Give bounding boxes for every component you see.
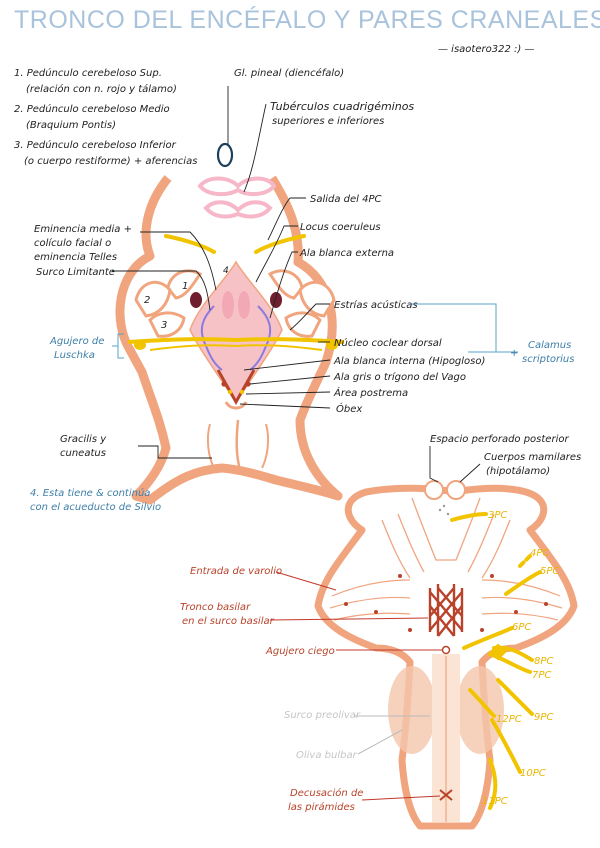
nerve-12: [468, 688, 496, 718]
label-nerve-12pc: 12PC: [496, 714, 522, 725]
ventral-brainstem-drawing: [314, 480, 578, 830]
olive-right: [456, 666, 504, 754]
legend-line-3: 2. Pedúnculo cerebeloso Medio: [14, 103, 170, 115]
label-pineal: Gl. pineal (diencéfalo): [234, 67, 344, 79]
label-nerve-4pc: 4PC: [530, 548, 549, 559]
olive-left: [388, 666, 436, 754]
author-signature: — isaotero322 :) —: [438, 44, 534, 55]
label-oliva-bulbar: Oliva bulbar: [296, 750, 358, 761]
label-tronco-basilar-2: en el surco basilar: [182, 616, 275, 627]
superior-colliculi: [197, 176, 277, 197]
label-tuberculos-1: Tubérculos cuadrigéminos: [270, 100, 414, 113]
label-nerve-3pc: 3PC: [488, 510, 507, 521]
label-nerve-11pc: 11PC: [482, 796, 508, 807]
cranial-nerves: [450, 512, 542, 810]
label-cuerpos-mamilares-2: (hipotálamo): [486, 465, 550, 477]
nerve-4: [518, 554, 532, 568]
foramen-caecum: [441, 645, 451, 655]
nerve-3: [450, 512, 488, 522]
label-eminencia-2: colículo facial o: [34, 237, 111, 249]
legend-line-1: 1. Pedúnculo cerebeloso Sup.: [14, 67, 162, 79]
legend-line-2: (relación con n. rojo y tálamo): [26, 83, 177, 95]
region-3-number: 3: [161, 320, 167, 331]
label-gracilis-1: Gracilis y: [60, 434, 107, 445]
trochlear-nerve-left: [164, 234, 216, 254]
region-2-number: 2: [144, 295, 150, 306]
label-nucleo-coclear: Núcleo coclear dorsal: [334, 337, 442, 349]
label-eminencia-1: Eminencia media +: [34, 224, 132, 235]
dorsal-outline: [115, 175, 343, 505]
label-calamus-2: scriptorius: [522, 354, 574, 365]
label-obex: Óbex: [336, 402, 362, 415]
label-eminencia-3: eminencia Telles: [34, 252, 117, 263]
basilar-artery: [428, 584, 464, 637]
label-locus-coeruleus: Locus coeruleus: [300, 222, 381, 233]
legend-line-5: 3. Pedúnculo cerebeloso Inferior: [14, 139, 177, 151]
facial-colliculus-right: [270, 292, 282, 308]
region-4-number: 4: [223, 266, 229, 276]
acoustic-striae: [127, 337, 345, 344]
label-surco-preolivar: Surco preolivar: [284, 710, 361, 721]
nerve-5: [504, 570, 542, 596]
label-nerve-9pc: 9PC: [534, 712, 553, 723]
label-entrada-varolio: Entrada de varolio: [190, 566, 282, 577]
label-nerve-6pc: 6PC: [512, 622, 531, 633]
facial-colliculus-left: [190, 292, 202, 308]
label-ala-gris: Ala gris o trígono del Vago: [333, 371, 466, 383]
label-nerve-10pc: 10PC: [520, 768, 546, 779]
label-surco-limitante: Surco Limitante: [36, 267, 115, 278]
peduncle-region-2: [134, 280, 172, 318]
pineal-gland: [216, 142, 234, 168]
legend-line-4: (Braquium Pontis): [26, 120, 116, 131]
vagal-trigone: [216, 369, 256, 406]
calamus-plus-sign: +: [510, 348, 518, 359]
nerve-10: [490, 718, 522, 774]
label-agujero-ciego: Agujero ciego: [265, 646, 335, 657]
label-estrias-acusticas: Estrías acústicas: [334, 299, 418, 311]
label-nerve-8pc: 8PC: [534, 656, 553, 667]
page-title: TRONCO DEL ENCÉFALO Y PARES CRANEALES: [14, 5, 600, 34]
label-calamus-1: Calamus: [528, 340, 571, 351]
pyramidal-decussation: [439, 789, 453, 801]
note-line-2: con el acueducto de Silvio: [30, 502, 161, 513]
label-ala-blanca-interna: Ala blanca interna (Hipogloso): [333, 356, 485, 367]
nerve-9: [496, 678, 534, 716]
label-decusacion-1: Decusación de: [290, 787, 363, 799]
label-gracilis-2: cuneatus: [60, 448, 106, 459]
label-tronco-basilar-1: Tronco basilar: [180, 602, 251, 613]
label-luschka-2: Luschka: [54, 350, 95, 361]
nerve-11: [488, 758, 498, 810]
nerve-6: [462, 626, 514, 650]
label-salida-4pc: Salida del 4PC: [310, 194, 382, 205]
label-ala-blanca-externa: Ala blanca externa: [299, 248, 394, 259]
label-cuerpos-mamilares-1: Cuerpos mamilares: [484, 452, 581, 463]
label-nerve-7pc: 7PC: [532, 670, 551, 681]
label-espacio-perforado: Espacio perforado posterior: [430, 434, 569, 445]
dorsal-brainstem-drawing: 1 2 3 4: [115, 142, 345, 505]
label-nerve-5pc: 5PC: [540, 566, 559, 577]
peduncle-region-1: [166, 269, 203, 300]
note-line-1: 4. Esta tiene & continúa: [30, 487, 150, 499]
mamillary-body-left: [424, 480, 444, 500]
label-area-postrema: Área postrema: [333, 386, 408, 399]
label-decusacion-2: las pirámides: [288, 801, 355, 813]
inferior-colliculi: [203, 200, 273, 219]
peduncle-region-3: [148, 311, 186, 338]
legend-line-6: (o cuerpo restiforme) + aferencias: [24, 156, 197, 167]
region-1-number: 1: [182, 281, 188, 292]
peduncle-legend: 1. Pedúnculo cerebeloso Sup. (relación c…: [14, 67, 197, 167]
mamillary-body-right: [446, 480, 466, 500]
label-tuberculos-2: superiores e inferiores: [272, 116, 384, 127]
label-luschka-1: Agujero de: [49, 336, 104, 347]
